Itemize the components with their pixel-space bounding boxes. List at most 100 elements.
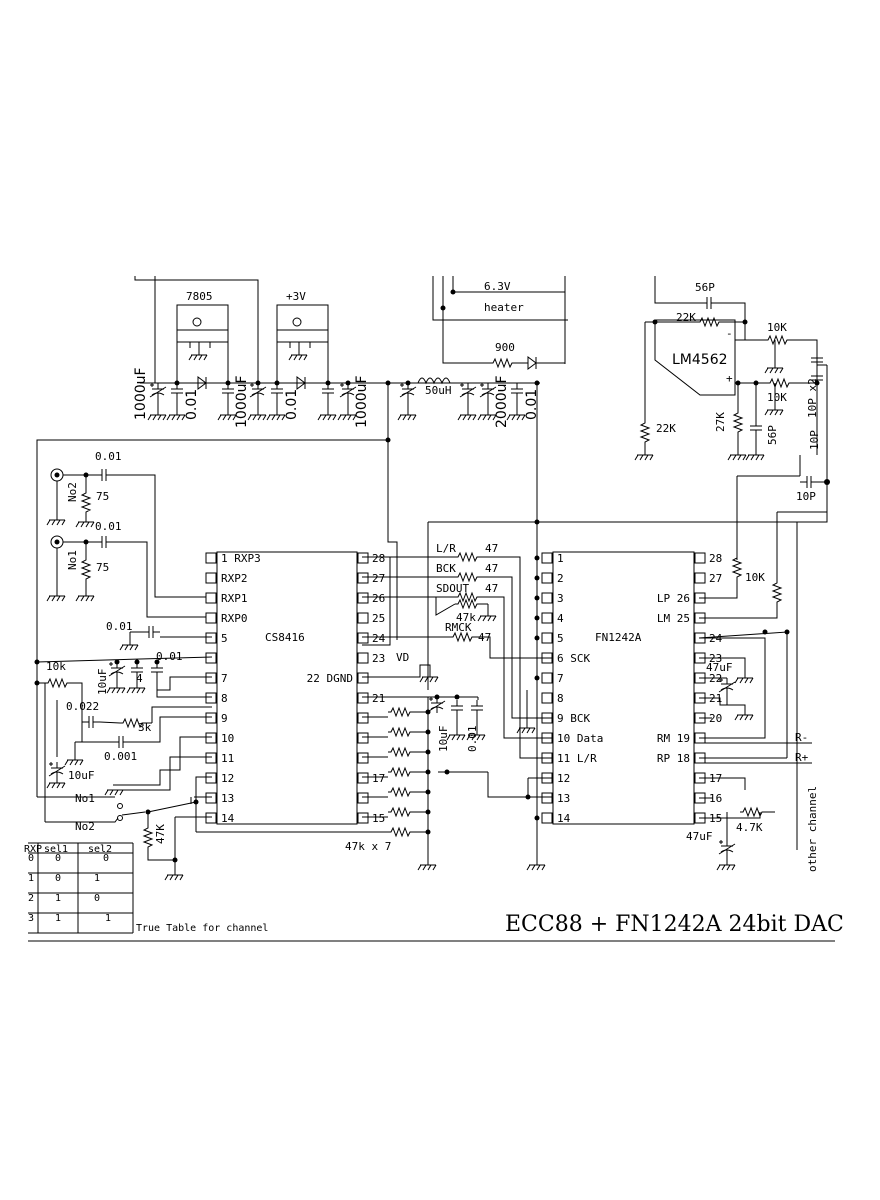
cs8416-body	[216, 551, 358, 825]
sig-sdout: SDOUT	[436, 582, 469, 595]
cs8416-left-pin-7	[205, 672, 217, 684]
r47k-x7-label: 47k x 7	[345, 840, 391, 853]
fn1242a-left-pin-label-8: 8	[557, 692, 564, 705]
cs8416-left-pin-5	[205, 632, 217, 644]
cs8416-name: CS8416	[265, 631, 305, 644]
cs8416-left-pin-label-2: RXP2	[221, 572, 248, 585]
selector-switch-no2[interactable]	[117, 815, 123, 821]
other-channel-label: other channel	[806, 786, 819, 872]
schematic-title: ECC88 + FN1242A 24bit DAC	[505, 912, 844, 937]
tt-r2c1: 1	[55, 893, 61, 904]
tt-r2c2: 0	[94, 893, 100, 904]
tt-r0c1: 0	[55, 853, 61, 864]
fn1242a-left-pin-label-14: 14	[557, 812, 571, 825]
fn1242a-left-pin-4	[541, 612, 553, 624]
opamp-section: LM4562 - + 56P 22K 22K 10K 10K 10P x2	[634, 276, 830, 560]
truth-table-caption: True Table for channel	[136, 923, 268, 934]
cs8416-left-pin-label-14: 14	[221, 812, 235, 825]
pll-filter: 0.01 0.01 10k 4 10uF 0.022 3k 0.001	[34, 620, 213, 881]
fn1242a-left-pin-label-11: 11 L/R	[557, 752, 597, 765]
cs8416-right-pin-7	[357, 672, 369, 684]
opamp-name: LM4562	[672, 352, 728, 368]
regulator-3v	[276, 304, 329, 331]
cs8416-left-pin-13	[205, 792, 217, 804]
fn1242a-left-pin-1	[541, 552, 553, 564]
fn1242a-right-pin-label-3: LP 26	[657, 592, 690, 605]
inductor-label: 50uH	[425, 384, 452, 397]
fn1242a-name: FN1242A	[595, 631, 642, 644]
cs8416-left-pin-label-9: 9	[221, 712, 228, 725]
cs8416-right-pin-9	[357, 712, 369, 724]
tt-r3c0: 3	[28, 913, 34, 924]
cs8416-right-pin-label-4: 25	[372, 612, 385, 625]
cs8416-right-pin-3	[357, 592, 369, 604]
cs8416-right-pin-label-6: 23	[372, 652, 385, 665]
cs8416-left-pin-9	[205, 712, 217, 724]
heater-label: heater	[484, 301, 524, 314]
c56p-top: 56P	[695, 281, 715, 294]
fn1242a-left-pin-label-3: 3	[557, 592, 564, 605]
cs8416-right-pin-label-8: 21	[372, 692, 385, 705]
tt-r0c0: 0	[28, 853, 34, 864]
fn1242a-left-pin-label-5: 5	[557, 632, 564, 645]
c001-f2: 0.01	[156, 650, 183, 663]
r47k-sd: 47k	[456, 611, 476, 624]
cs8416-right-pin-8	[357, 692, 369, 704]
fn1242a-left-pin-2	[541, 572, 553, 584]
cs8416-left-pin-6	[205, 652, 217, 664]
c10uf-f: 10uF	[96, 669, 109, 696]
cs8416-right-pin-13	[357, 792, 369, 804]
input-section: 0.01 75 No2 0.01 75 No1	[46, 450, 212, 618]
fn1242a-left-pin-label-1: 1	[557, 552, 564, 565]
cs8416-left-pin-12	[205, 772, 217, 784]
cap-1000uf-label-b: 1000uF	[234, 375, 250, 428]
cap-001-label-c: 0.01	[524, 389, 540, 420]
cs8416-right-pin-label-7: 22 DGND	[307, 672, 353, 685]
r47-b: 47	[485, 562, 498, 575]
cs8416-chip: CS8416 1 RXP3RXP2RXP1RXP057891011121314 …	[205, 551, 409, 825]
c0022-f: 0.022	[66, 700, 99, 713]
cs8416-left-pin-3	[205, 592, 217, 604]
cap-1000uf-label: 1000uF	[133, 367, 149, 420]
sw-no1: No1	[75, 792, 95, 805]
heater-voltage: 6.3V	[484, 280, 511, 293]
tt-r1c1: 0	[55, 873, 61, 884]
r27k-label: 27K	[714, 412, 727, 432]
c001-vd: 0.01	[466, 726, 479, 753]
cs8416-left-pin-label-8: 8	[221, 692, 228, 705]
cs8416-left-pin-label-7: 7	[221, 672, 228, 685]
fn1242a-left-pin-label-2: 2	[557, 572, 564, 585]
cs8416-vd: VD	[396, 651, 409, 664]
input-no1-label: No1	[66, 550, 79, 570]
c0001-f: 0.001	[104, 750, 137, 763]
r10k-a: 10K	[767, 321, 787, 334]
fn1242a-right-pin-label-1: 28	[709, 552, 722, 565]
cap-001-label-b: 0.01	[284, 389, 300, 420]
sig-bck: BCK	[436, 562, 456, 575]
cs8416-left-pin-14	[205, 812, 217, 824]
tt-h1: sel1	[44, 844, 68, 855]
cap-2000uf-label: 2000uF	[494, 375, 510, 428]
tt-h2: sel2	[88, 844, 112, 855]
tt-r0c2: 0	[103, 853, 109, 864]
r75-a: 75	[96, 490, 109, 503]
selector-switch-no1[interactable]	[117, 803, 123, 809]
sig-lr: L/R	[436, 542, 456, 555]
cs8416-left-pin-10	[205, 732, 217, 744]
fn1242a-left-pin-8	[541, 692, 553, 704]
cs8416-right-pin-label-5: 24	[372, 632, 386, 645]
tt-r1c2: 1	[94, 873, 100, 884]
cs8416-right-pin-4	[357, 612, 369, 624]
cs8416-right-pin-14	[357, 812, 369, 824]
cs8416-left-pin-label-12: 12	[221, 772, 234, 785]
cs8416-left-pin-11	[205, 752, 217, 764]
r47-c: 47	[485, 582, 498, 595]
sw-no2: No2	[75, 820, 95, 833]
fn1242a-left-pin-3	[541, 592, 553, 604]
c001-in-b: 0.01	[95, 520, 122, 533]
r10k-b: 10K	[767, 391, 787, 404]
r3k-f: 3k	[138, 721, 152, 734]
filter-c4: 4	[136, 672, 143, 685]
